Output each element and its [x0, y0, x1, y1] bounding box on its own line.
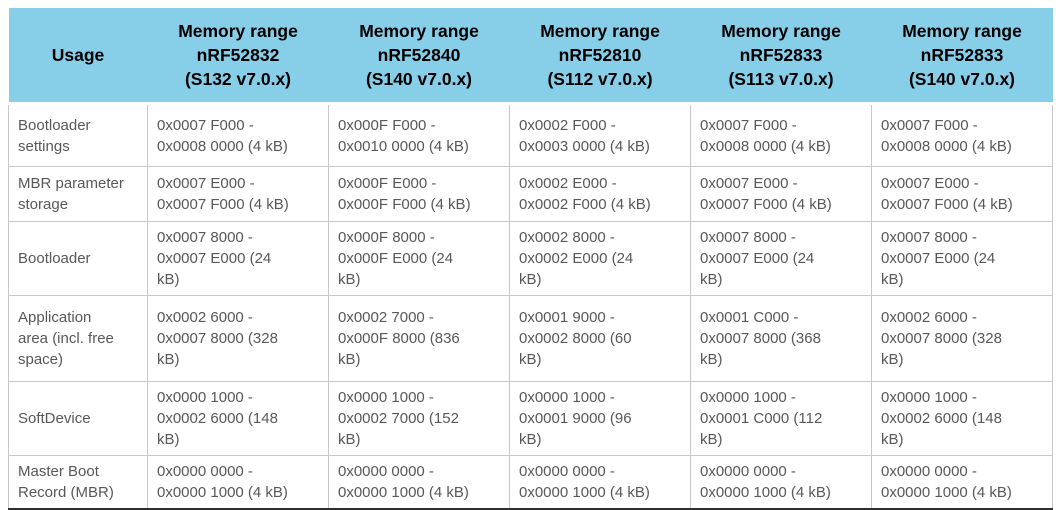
memory-range-cell: 0x0000 1000 - 0x0001 9000 (96 kB) — [509, 381, 691, 456]
column-header-nrf52833-s140: Memory range nRF52833 (S140 v7.0.x) — [871, 8, 1053, 105]
table-row: Master Boot Record (MBR) 0x0000 0000 - 0… — [8, 455, 1053, 510]
usage-cell: SoftDevice — [8, 381, 148, 456]
memory-range-cell: 0x0007 8000 - 0x0007 E000 (24 kB) — [871, 221, 1053, 296]
table-row: SoftDevice 0x0000 1000 - 0x0002 6000 (14… — [8, 381, 1053, 456]
memory-range-cell: 0x0007 8000 - 0x0007 E000 (24 kB) — [690, 221, 872, 296]
memory-range-cell: 0x0007 E000 - 0x0007 F000 (4 kB) — [690, 166, 872, 222]
memory-range-cell: 0x0002 E000 - 0x0002 F000 (4 kB) — [509, 166, 691, 222]
usage-cell: Application area (incl. free space) — [8, 295, 148, 382]
memory-range-cell: 0x000F F000 - 0x0010 0000 (4 kB) — [328, 103, 510, 167]
memory-range-cell: 0x0002 F000 - 0x0003 0000 (4 kB) — [509, 103, 691, 167]
memory-range-cell: 0x0000 0000 - 0x0000 1000 (4 kB) — [690, 455, 872, 510]
memory-range-cell: 0x0002 6000 - 0x0007 8000 (328 kB) — [147, 295, 329, 382]
table-row: Bootloader 0x0007 8000 - 0x0007 E000 (24… — [8, 221, 1053, 296]
memory-range-cell: 0x000F 8000 - 0x000F E000 (24 kB) — [328, 221, 510, 296]
usage-cell: MBR parameter storage — [8, 166, 148, 222]
table-row: Bootloader settings 0x0007 F000 - 0x0008… — [8, 103, 1053, 167]
memory-range-cell: 0x000F E000 - 0x000F F000 (4 kB) — [328, 166, 510, 222]
memory-range-cell: 0x0002 6000 - 0x0007 8000 (328 kB) — [871, 295, 1053, 382]
memory-range-cell: 0x0001 9000 - 0x0002 8000 (60 kB) — [509, 295, 691, 382]
memory-range-cell: 0x0007 F000 - 0x0008 0000 (4 kB) — [690, 103, 872, 167]
memory-range-cell: 0x0000 1000 - 0x0001 C000 (112 kB) — [690, 381, 872, 456]
table-row: MBR parameter storage 0x0007 E000 - 0x00… — [8, 166, 1053, 222]
memory-range-cell: 0x0007 E000 - 0x0007 F000 (4 kB) — [871, 166, 1053, 222]
column-header-nrf52840-s140: Memory range nRF52840 (S140 v7.0.x) — [328, 8, 510, 105]
memory-range-cell: 0x0000 0000 - 0x0000 1000 (4 kB) — [509, 455, 691, 510]
table-header-row: Usage Memory range nRF52832 (S132 v7.0.x… — [8, 8, 1053, 105]
memory-layout-table: Usage Memory range nRF52832 (S132 v7.0.x… — [8, 8, 1053, 510]
usage-cell: Bootloader — [8, 221, 148, 296]
memory-range-cell: 0x0000 0000 - 0x0000 1000 (4 kB) — [871, 455, 1053, 510]
memory-range-cell: 0x0000 1000 - 0x0002 7000 (152 kB) — [328, 381, 510, 456]
memory-range-cell: 0x0007 8000 - 0x0007 E000 (24 kB) — [147, 221, 329, 296]
column-header-nrf52832-s132: Memory range nRF52832 (S132 v7.0.x) — [147, 8, 329, 105]
memory-range-cell: 0x0001 C000 - 0x0007 8000 (368 kB) — [690, 295, 872, 382]
memory-range-cell: 0x0000 0000 - 0x0000 1000 (4 kB) — [147, 455, 329, 510]
usage-cell: Bootloader settings — [8, 103, 148, 167]
memory-range-cell: 0x0000 1000 - 0x0002 6000 (148 kB) — [871, 381, 1053, 456]
memory-range-cell: 0x0007 F000 - 0x0008 0000 (4 kB) — [871, 103, 1053, 167]
memory-range-cell: 0x0007 E000 - 0x0007 F000 (4 kB) — [147, 166, 329, 222]
memory-range-cell: 0x0007 F000 - 0x0008 0000 (4 kB) — [147, 103, 329, 167]
memory-range-cell: 0x0002 7000 - 0x000F 8000 (836 kB) — [328, 295, 510, 382]
memory-range-cell: 0x0000 1000 - 0x0002 6000 (148 kB) — [147, 381, 329, 456]
column-header-usage: Usage — [8, 8, 148, 105]
memory-range-cell: 0x0002 8000 - 0x0002 E000 (24 kB) — [509, 221, 691, 296]
column-header-nrf52810-s112: Memory range nRF52810 (S112 v7.0.x) — [509, 8, 691, 105]
column-header-nrf52833-s113: Memory range nRF52833 (S113 v7.0.x) — [690, 8, 872, 105]
table-row: Application area (incl. free space) 0x00… — [8, 295, 1053, 382]
usage-cell: Master Boot Record (MBR) — [8, 455, 148, 510]
memory-range-cell: 0x0000 0000 - 0x0000 1000 (4 kB) — [328, 455, 510, 510]
